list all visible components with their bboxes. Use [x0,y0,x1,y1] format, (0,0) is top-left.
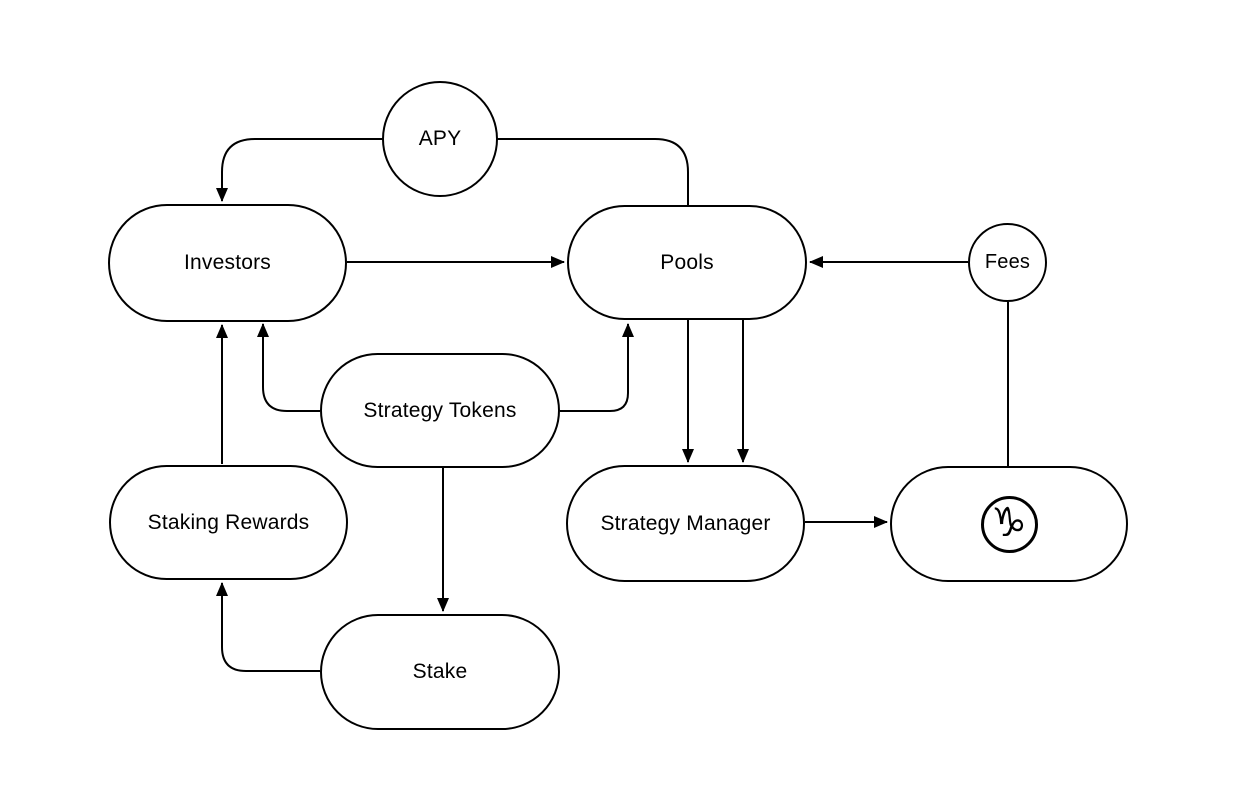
node-apy-label: APY [418,127,462,150]
node-investors-label: Investors [184,251,271,274]
node-fees-label: Fees [984,251,1031,273]
node-v3: ♑ [890,466,1128,582]
node-pools: Pools [567,205,807,320]
edge-pools-to-apy [497,138,689,205]
node-strategy-tokens: Strategy Tokens [320,353,560,468]
edge-apy-to-investors [216,138,383,202]
node-apy: APY [382,81,498,197]
node-investors: Investors [108,204,347,322]
node-staking-rewards-label: Staking Rewards [147,510,310,534]
node-strategy-tokens-label: Strategy Tokens [363,398,517,422]
edge-strategy-tokens-to-pools [560,323,634,412]
node-fees: Fees [968,223,1047,302]
node-pools-label: Pools [660,250,714,274]
node-stake: Stake [320,614,560,730]
node-strategy-manager: Strategy Manager [566,465,805,582]
node-stake-label: Stake [412,660,468,683]
v3-logo-icon: ♑ [980,495,1038,553]
edge-stake-to-staking-rewards [216,582,320,672]
edge-strategy-tokens-to-investors [257,323,320,412]
node-strategy-manager-label: Strategy Manager [600,511,771,535]
node-staking-rewards: Staking Rewards [109,465,348,580]
